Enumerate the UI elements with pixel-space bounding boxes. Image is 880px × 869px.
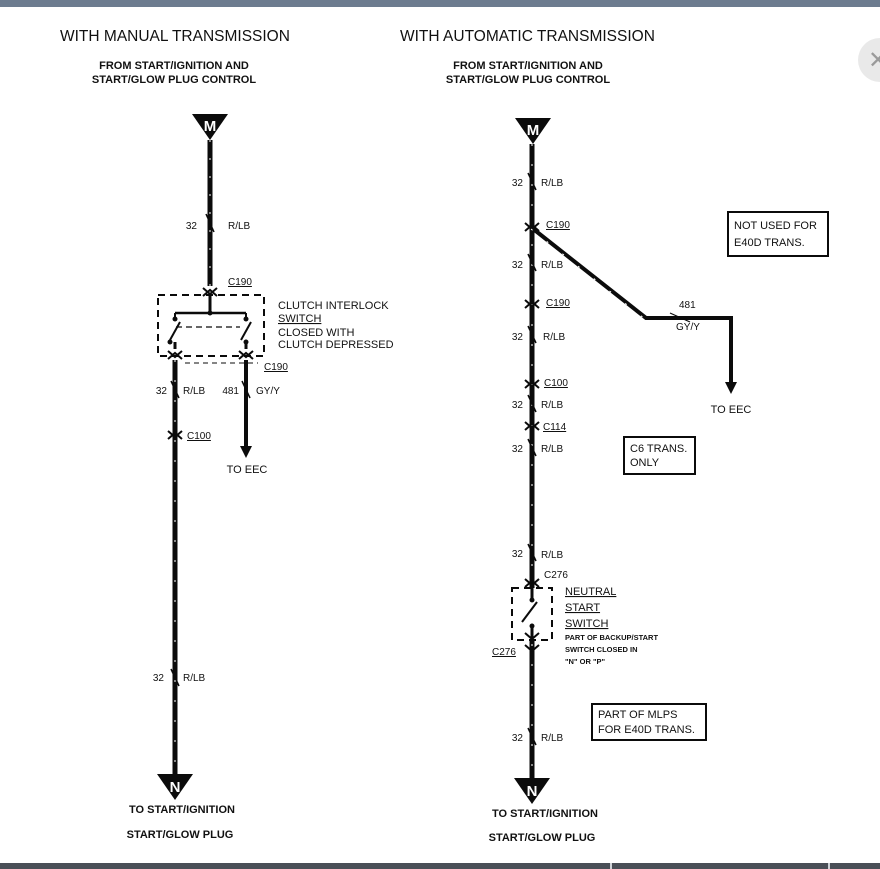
manual-connector-m bbox=[192, 114, 228, 140]
manual-switch-line2: SWITCH bbox=[278, 313, 321, 325]
auto-wire7-color: R/LB bbox=[541, 733, 564, 744]
auto-c276-top-connector bbox=[524, 578, 540, 588]
manual-wire-top-tick bbox=[205, 213, 215, 233]
auto-note-c6-box bbox=[623, 436, 696, 475]
auto-c276-bottom-connector bbox=[524, 644, 540, 653]
manual-c190-bottom-label: C190 bbox=[264, 362, 288, 373]
auto-wire2-num: 32 bbox=[512, 260, 524, 271]
manual-wire-top-num: 32 bbox=[186, 221, 198, 232]
auto-note-e40d-line2: E40D TRANS. bbox=[734, 237, 805, 249]
manual-c190-top-label: C190 bbox=[228, 277, 252, 288]
auto-nss-line3: SWITCH bbox=[565, 618, 608, 630]
close-button[interactable]: ✕ bbox=[858, 38, 880, 82]
auto-c190-a-label: C190 bbox=[546, 220, 570, 231]
auto-wire6-num: 32 bbox=[512, 549, 524, 560]
manual-switch-line4: CLUTCH DEPRESSED bbox=[278, 339, 394, 351]
auto-wire4-color: R/LB bbox=[541, 400, 564, 411]
manual-c100-connector bbox=[167, 430, 183, 440]
auto-c100-label: C100 bbox=[544, 378, 568, 389]
manual-section: WITH MANUAL TRANSMISSION FROM START/IGNI… bbox=[60, 28, 394, 841]
auto-wire2-color: R/LB bbox=[541, 260, 564, 271]
close-icon: ✕ bbox=[868, 46, 880, 74]
auto-connector-m bbox=[515, 118, 551, 144]
manual-to-eec: TO EEC bbox=[227, 464, 268, 476]
auto-wire-eec-num: 481 bbox=[679, 300, 696, 311]
auto-eec-arrow bbox=[725, 382, 737, 394]
manual-switch-line1: CLUTCH INTERLOCK bbox=[278, 300, 389, 312]
auto-nss-line6: "N" OR "P" bbox=[565, 657, 606, 666]
manual-wire-eec-num: 481 bbox=[222, 386, 239, 397]
auto-note-mlps-line1: PART OF MLPS bbox=[598, 709, 677, 721]
manual-wire-low-num: 32 bbox=[153, 673, 165, 684]
auto-note-c6-line1: C6 TRANS. bbox=[630, 443, 687, 455]
auto-wire4-num: 32 bbox=[512, 400, 524, 411]
auto-connector-m-label: M bbox=[527, 122, 540, 139]
auto-wire7-num: 32 bbox=[512, 733, 524, 744]
auto-note-e40d-box bbox=[727, 211, 829, 257]
manual-wire-mid-color: R/LB bbox=[183, 386, 206, 397]
manual-wire-top-color: R/LB bbox=[228, 221, 251, 232]
auto-c100-connector bbox=[524, 379, 540, 389]
manual-switch-box bbox=[157, 294, 265, 357]
auto-note-mlps-line2: FOR E40D TRANS. bbox=[598, 724, 695, 736]
manual-eec-arrow bbox=[240, 446, 252, 458]
auto-nss-line4: PART OF BACKUP/START bbox=[565, 633, 658, 642]
manual-to-line2: START/GLOW PLUG bbox=[127, 829, 234, 841]
auto-connector-n-label: N bbox=[527, 783, 538, 800]
manual-c100-label: C100 bbox=[187, 431, 211, 442]
auto-to-eec: TO EEC bbox=[711, 404, 752, 416]
auto-c276-top-label: C276 bbox=[544, 570, 568, 581]
manual-connector-m-label: M bbox=[204, 118, 217, 135]
window-top-bar bbox=[0, 0, 880, 7]
auto-wire-eec-color: GY/Y bbox=[676, 322, 700, 333]
auto-nss-line5: SWITCH CLOSED IN bbox=[565, 645, 638, 654]
manual-to-line1: TO START/IGNITION bbox=[129, 804, 235, 816]
manual-connector-n-label: N bbox=[170, 779, 181, 796]
auto-c190-b-label: C190 bbox=[546, 298, 570, 309]
auto-wire1-color: R/LB bbox=[541, 178, 564, 189]
auto-from-line2: START/GLOW PLUG CONTROL bbox=[446, 74, 610, 86]
manual-title: WITH MANUAL TRANSMISSION bbox=[60, 28, 290, 45]
auto-note-e40d-line1: NOT USED FOR bbox=[734, 220, 817, 232]
auto-wire3-color: R/LB bbox=[543, 332, 566, 343]
manual-c190-bottom-left bbox=[167, 350, 183, 360]
manual-wire-eec-color: GY/Y bbox=[256, 386, 280, 397]
window-bottom-bar bbox=[0, 863, 880, 869]
auto-c114-connector bbox=[524, 421, 540, 431]
manual-connector-n bbox=[157, 774, 193, 800]
auto-c276-bottom-label: C276 bbox=[492, 647, 516, 658]
automatic-section: WITH AUTOMATIC TRANSMISSION FROM START/I… bbox=[400, 28, 829, 844]
manual-wire-mid-num: 32 bbox=[156, 386, 168, 397]
auto-nss-line1: NEUTRAL bbox=[565, 586, 616, 598]
auto-wire5-color: R/LB bbox=[541, 444, 564, 455]
auto-to-line1: TO START/IGNITION bbox=[492, 808, 598, 820]
auto-note-c6-line2: ONLY bbox=[630, 457, 660, 469]
auto-note-mlps-box bbox=[591, 703, 707, 741]
manual-from-line1: FROM START/IGNITION AND bbox=[99, 60, 249, 72]
auto-wire5-num: 32 bbox=[512, 444, 524, 455]
auto-title: WITH AUTOMATIC TRANSMISSION bbox=[400, 28, 655, 45]
auto-wire1-num: 32 bbox=[512, 178, 524, 189]
auto-wire3-num: 32 bbox=[512, 332, 524, 343]
manual-from-line2: START/GLOW PLUG CONTROL bbox=[92, 74, 256, 86]
auto-nss-line2: START bbox=[565, 602, 600, 614]
auto-to-line2: START/GLOW PLUG bbox=[489, 832, 596, 844]
manual-switch-line3: CLOSED WITH bbox=[278, 327, 354, 339]
manual-wire-low-color: R/LB bbox=[183, 673, 206, 684]
manual-switch-blade-right bbox=[240, 321, 252, 341]
auto-connector-n bbox=[514, 778, 550, 804]
auto-c114-label: C114 bbox=[543, 422, 567, 433]
auto-wire6-color: R/LB bbox=[541, 550, 564, 561]
auto-from-line1: FROM START/IGNITION AND bbox=[453, 60, 603, 72]
auto-nss-blade bbox=[521, 601, 538, 623]
manual-c190-bottom-right bbox=[238, 350, 254, 360]
auto-wire-eec bbox=[530, 226, 733, 383]
manual-switch-blade-left bbox=[169, 321, 181, 341]
auto-c190-b-connector bbox=[524, 299, 540, 309]
